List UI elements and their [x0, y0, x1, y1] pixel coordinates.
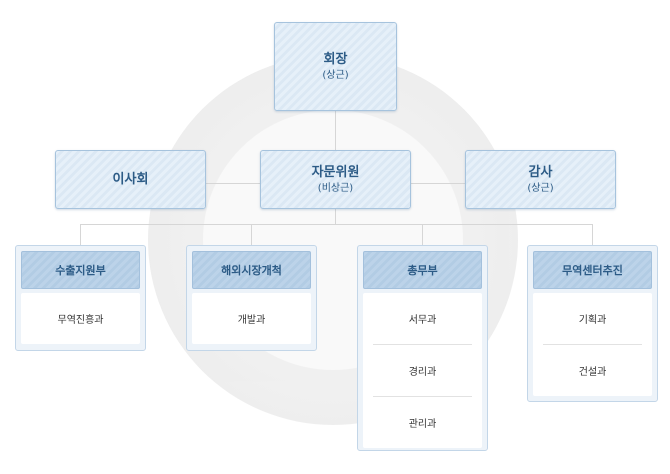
- connector-dept2: [251, 224, 252, 246]
- dept-item: 기획과: [543, 293, 642, 345]
- auditor-node: 감사 (상근): [465, 150, 616, 209]
- dept-overseas-market: 해외시장개척 개발과: [186, 245, 317, 351]
- dept-body: 서무과 경리과 관리과: [363, 293, 482, 448]
- dept-title: 수출지원부: [21, 251, 140, 289]
- dept-title: 해외시장개척: [192, 251, 311, 289]
- association-seal-watermark: [148, 55, 518, 425]
- dept-item: 관리과: [408, 419, 437, 430]
- node-title: 감사: [528, 164, 553, 180]
- dept-title: 무역센터추진: [533, 251, 652, 289]
- dept-trade-center: 무역센터추진 기획과 건설과: [527, 245, 658, 402]
- dept-general-affairs: 총무부 서무과 경리과 관리과: [357, 245, 488, 451]
- dept-item: 건설과: [578, 367, 607, 378]
- node-title: 회장: [323, 51, 348, 67]
- dept-body: 기획과 건설과: [533, 293, 652, 396]
- connector-dept4: [592, 224, 593, 246]
- dept-item: 무역진흥과: [57, 315, 104, 326]
- node-subtitle: (상근): [322, 69, 349, 81]
- dept-body: 개발과: [192, 293, 311, 344]
- node-title: 이사회: [112, 172, 149, 187]
- dept-body: 무역진흥과: [21, 293, 140, 344]
- dept-item: 개발과: [237, 315, 266, 326]
- node-subtitle: (상근): [527, 182, 554, 194]
- dept-title: 총무부: [363, 251, 482, 289]
- board-node: 이사회: [55, 150, 206, 209]
- dept-export-support: 수출지원부 무역진흥과: [15, 245, 146, 351]
- dept-item: 경리과: [373, 345, 472, 397]
- node-subtitle: (비상근): [317, 182, 354, 194]
- connector-dept3: [422, 224, 423, 246]
- node-title: 자문위원: [311, 164, 360, 180]
- advisory-node: 자문위원 (비상근): [260, 150, 411, 209]
- connector-dept1: [80, 224, 81, 246]
- dept-item: 서무과: [373, 293, 472, 345]
- connector-dept-horizontal: [80, 224, 593, 225]
- connector-mid-vertical: [335, 208, 336, 224]
- connector-top-vertical: [335, 111, 336, 150]
- chairman-node: 회장 (상근): [274, 22, 397, 111]
